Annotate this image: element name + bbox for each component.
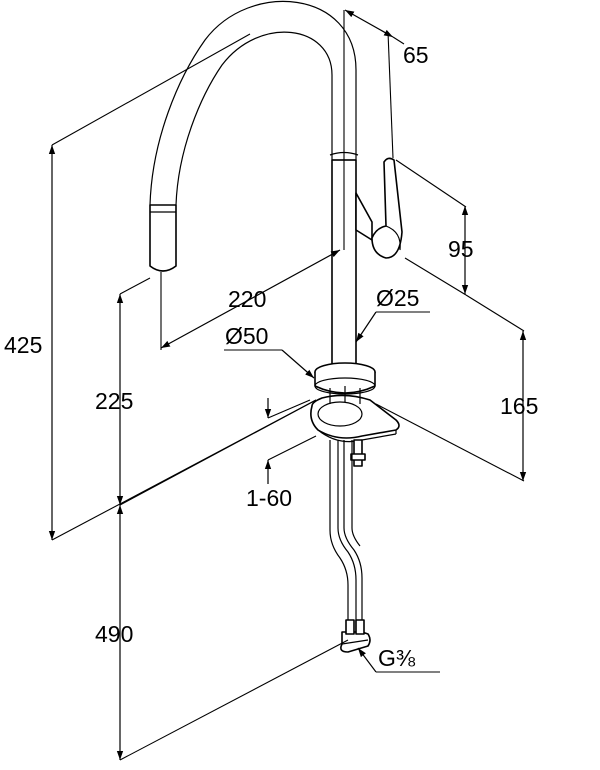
dim-diameter-50: Ø50 xyxy=(224,323,315,379)
hose-end-fittings xyxy=(340,619,371,653)
dim-reach-220: 220 xyxy=(160,249,341,350)
label-490: 490 xyxy=(95,621,133,647)
dim-height-95: 95 xyxy=(395,159,474,296)
label-thread: G⅜ xyxy=(378,645,416,671)
dim-width-65: 65 xyxy=(343,9,429,250)
faucet-body xyxy=(149,0,403,653)
supply-hoses xyxy=(329,440,363,632)
dim-height-425: 425 xyxy=(4,33,317,541)
label-65: 65 xyxy=(403,42,429,68)
threaded-stud xyxy=(350,439,366,467)
label-95: 95 xyxy=(448,236,474,262)
label-dia-50: Ø50 xyxy=(225,323,268,349)
dim-height-165: 165 xyxy=(375,294,538,482)
pullout-spray-head xyxy=(149,204,177,272)
dim-diameter-25: Ø25 xyxy=(355,285,430,343)
spout-arc-inner xyxy=(175,31,333,206)
label-225: 225 xyxy=(95,388,133,414)
mounting-bracket xyxy=(310,386,400,443)
dim-length-490: 490 xyxy=(95,399,349,761)
dim-deck-1-60: 1-60 xyxy=(246,398,317,511)
label-1-60: 1-60 xyxy=(246,485,292,511)
label-165: 165 xyxy=(500,393,538,419)
label-425: 425 xyxy=(4,332,42,358)
side-lever-handle xyxy=(355,157,403,259)
label-220: 220 xyxy=(228,286,266,312)
spout-arc-outer xyxy=(149,0,357,206)
dim-height-225: 225 xyxy=(95,277,151,505)
dim-thread-g38: G⅜ xyxy=(357,645,440,673)
label-dia-25: Ø25 xyxy=(376,285,419,311)
